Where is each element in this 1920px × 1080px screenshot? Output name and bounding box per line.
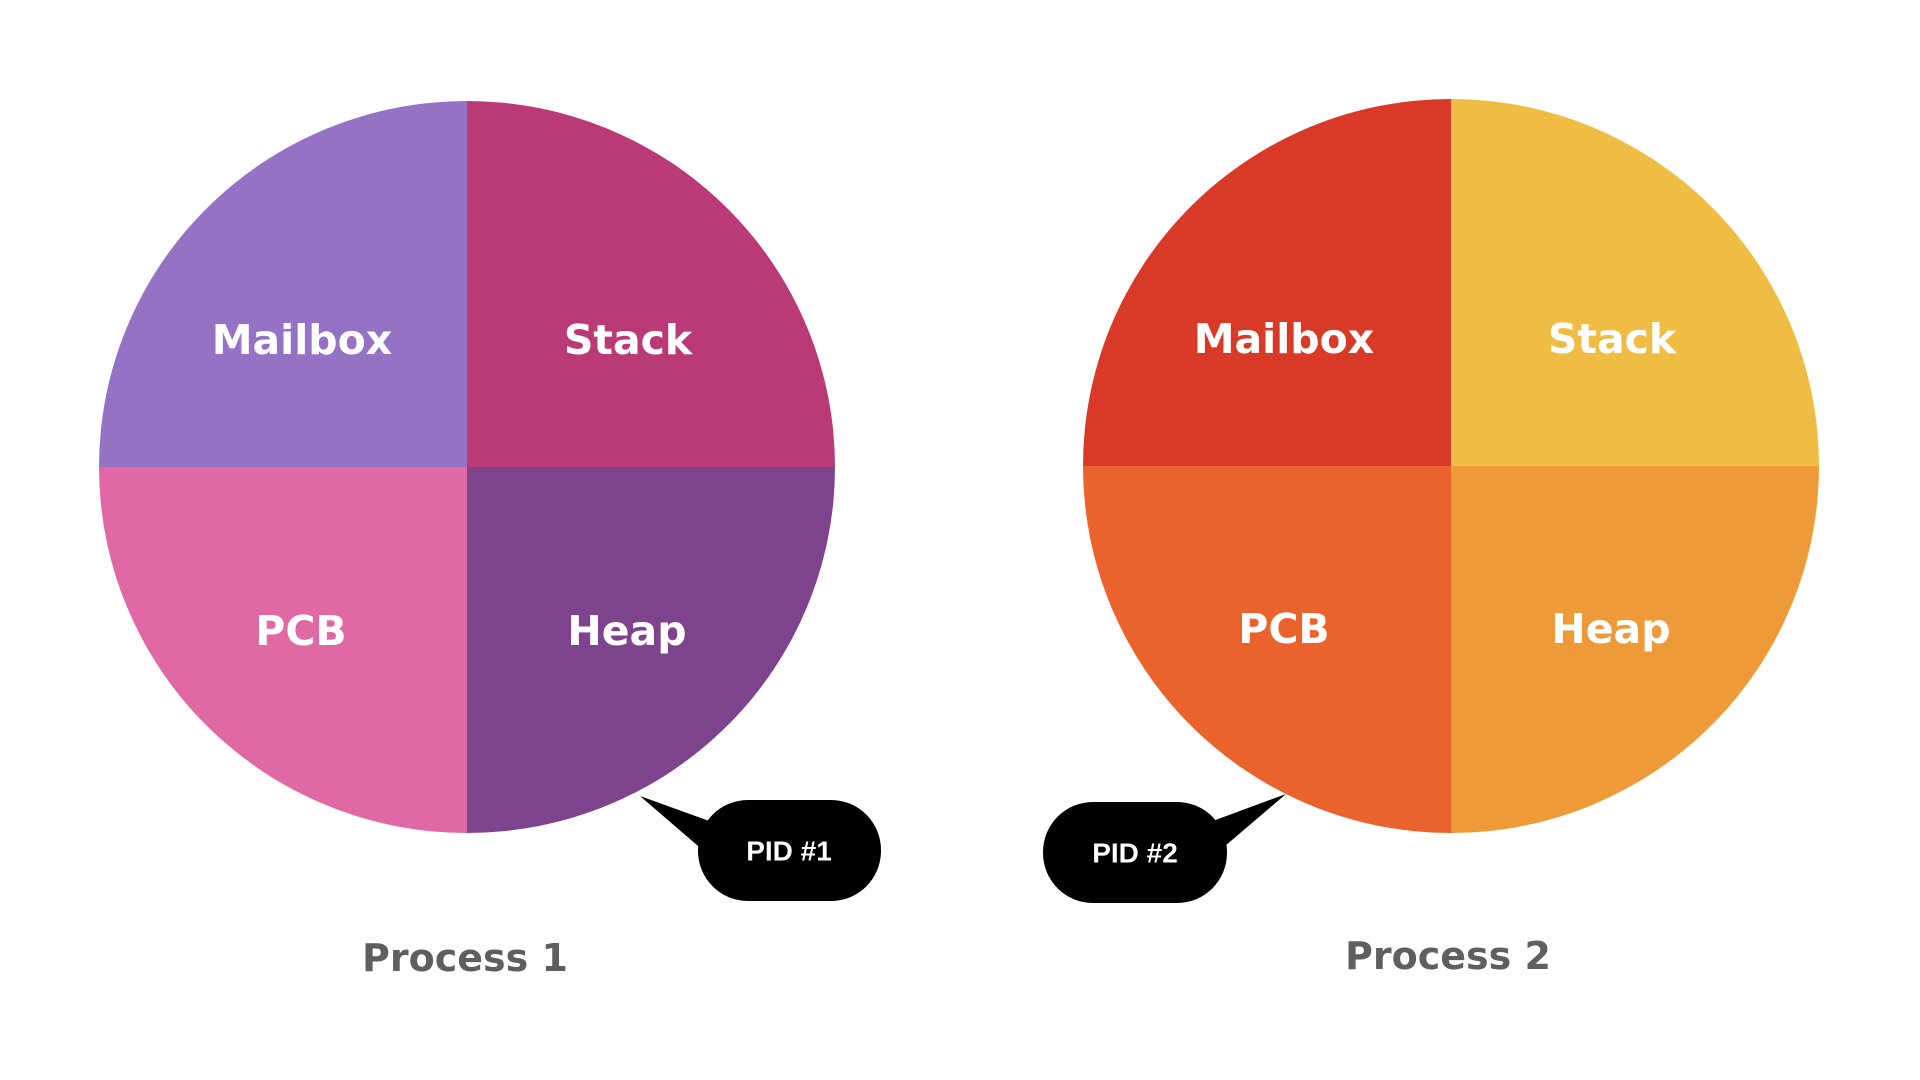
process-1-quadrant-pcb — [99, 467, 467, 833]
process-1-pid-bubble-body — [698, 800, 881, 901]
process-2-mailbox-label: Mailbox — [1194, 315, 1375, 363]
process-1-mailbox-label: Mailbox — [212, 316, 393, 364]
process-1-stack-label: Stack — [564, 316, 694, 364]
process-1-quadrant-mailbox — [99, 101, 467, 467]
process-2-pid-bubble: PID #2 — [1043, 794, 1286, 903]
process-1-pid-label: PID #1 — [746, 836, 832, 867]
process-1-quadrant-heap — [467, 467, 835, 833]
process-1-pcb-label: PCB — [255, 607, 346, 655]
process-2-pid-bubble-body — [1043, 802, 1227, 903]
process-2-pid-label: PID #2 — [1092, 838, 1178, 869]
process-2-circle — [1083, 99, 1819, 833]
process-1-group: Mailbox Stack PCB Heap PID #1 Process 1 — [99, 101, 881, 980]
process-1-pid-bubble-pointer — [640, 796, 712, 852]
process-2-stack-label: Stack — [1548, 315, 1678, 363]
process-2-quadrant-pcb — [1083, 466, 1451, 833]
process-2-heap-label: Heap — [1551, 605, 1670, 653]
process-1-circle — [99, 101, 835, 833]
process-1-name-label: Process 1 — [362, 936, 568, 980]
process-2-quadrant-mailbox — [1083, 99, 1451, 466]
process-1-pid-bubble: PID #1 — [640, 796, 881, 901]
process-2-pid-bubble-pointer — [1210, 794, 1286, 852]
process-2-quadrant-stack — [1451, 99, 1819, 466]
process-2-quadrant-heap — [1451, 466, 1819, 833]
process-2-name-label: Process 2 — [1345, 934, 1551, 978]
process-2-pcb-label: PCB — [1238, 605, 1329, 653]
process-1-heap-label: Heap — [567, 607, 686, 655]
process-2-group: Mailbox Stack PCB Heap PID #2 Process 2 — [1043, 99, 1819, 978]
process-1-quadrant-stack — [467, 101, 835, 467]
